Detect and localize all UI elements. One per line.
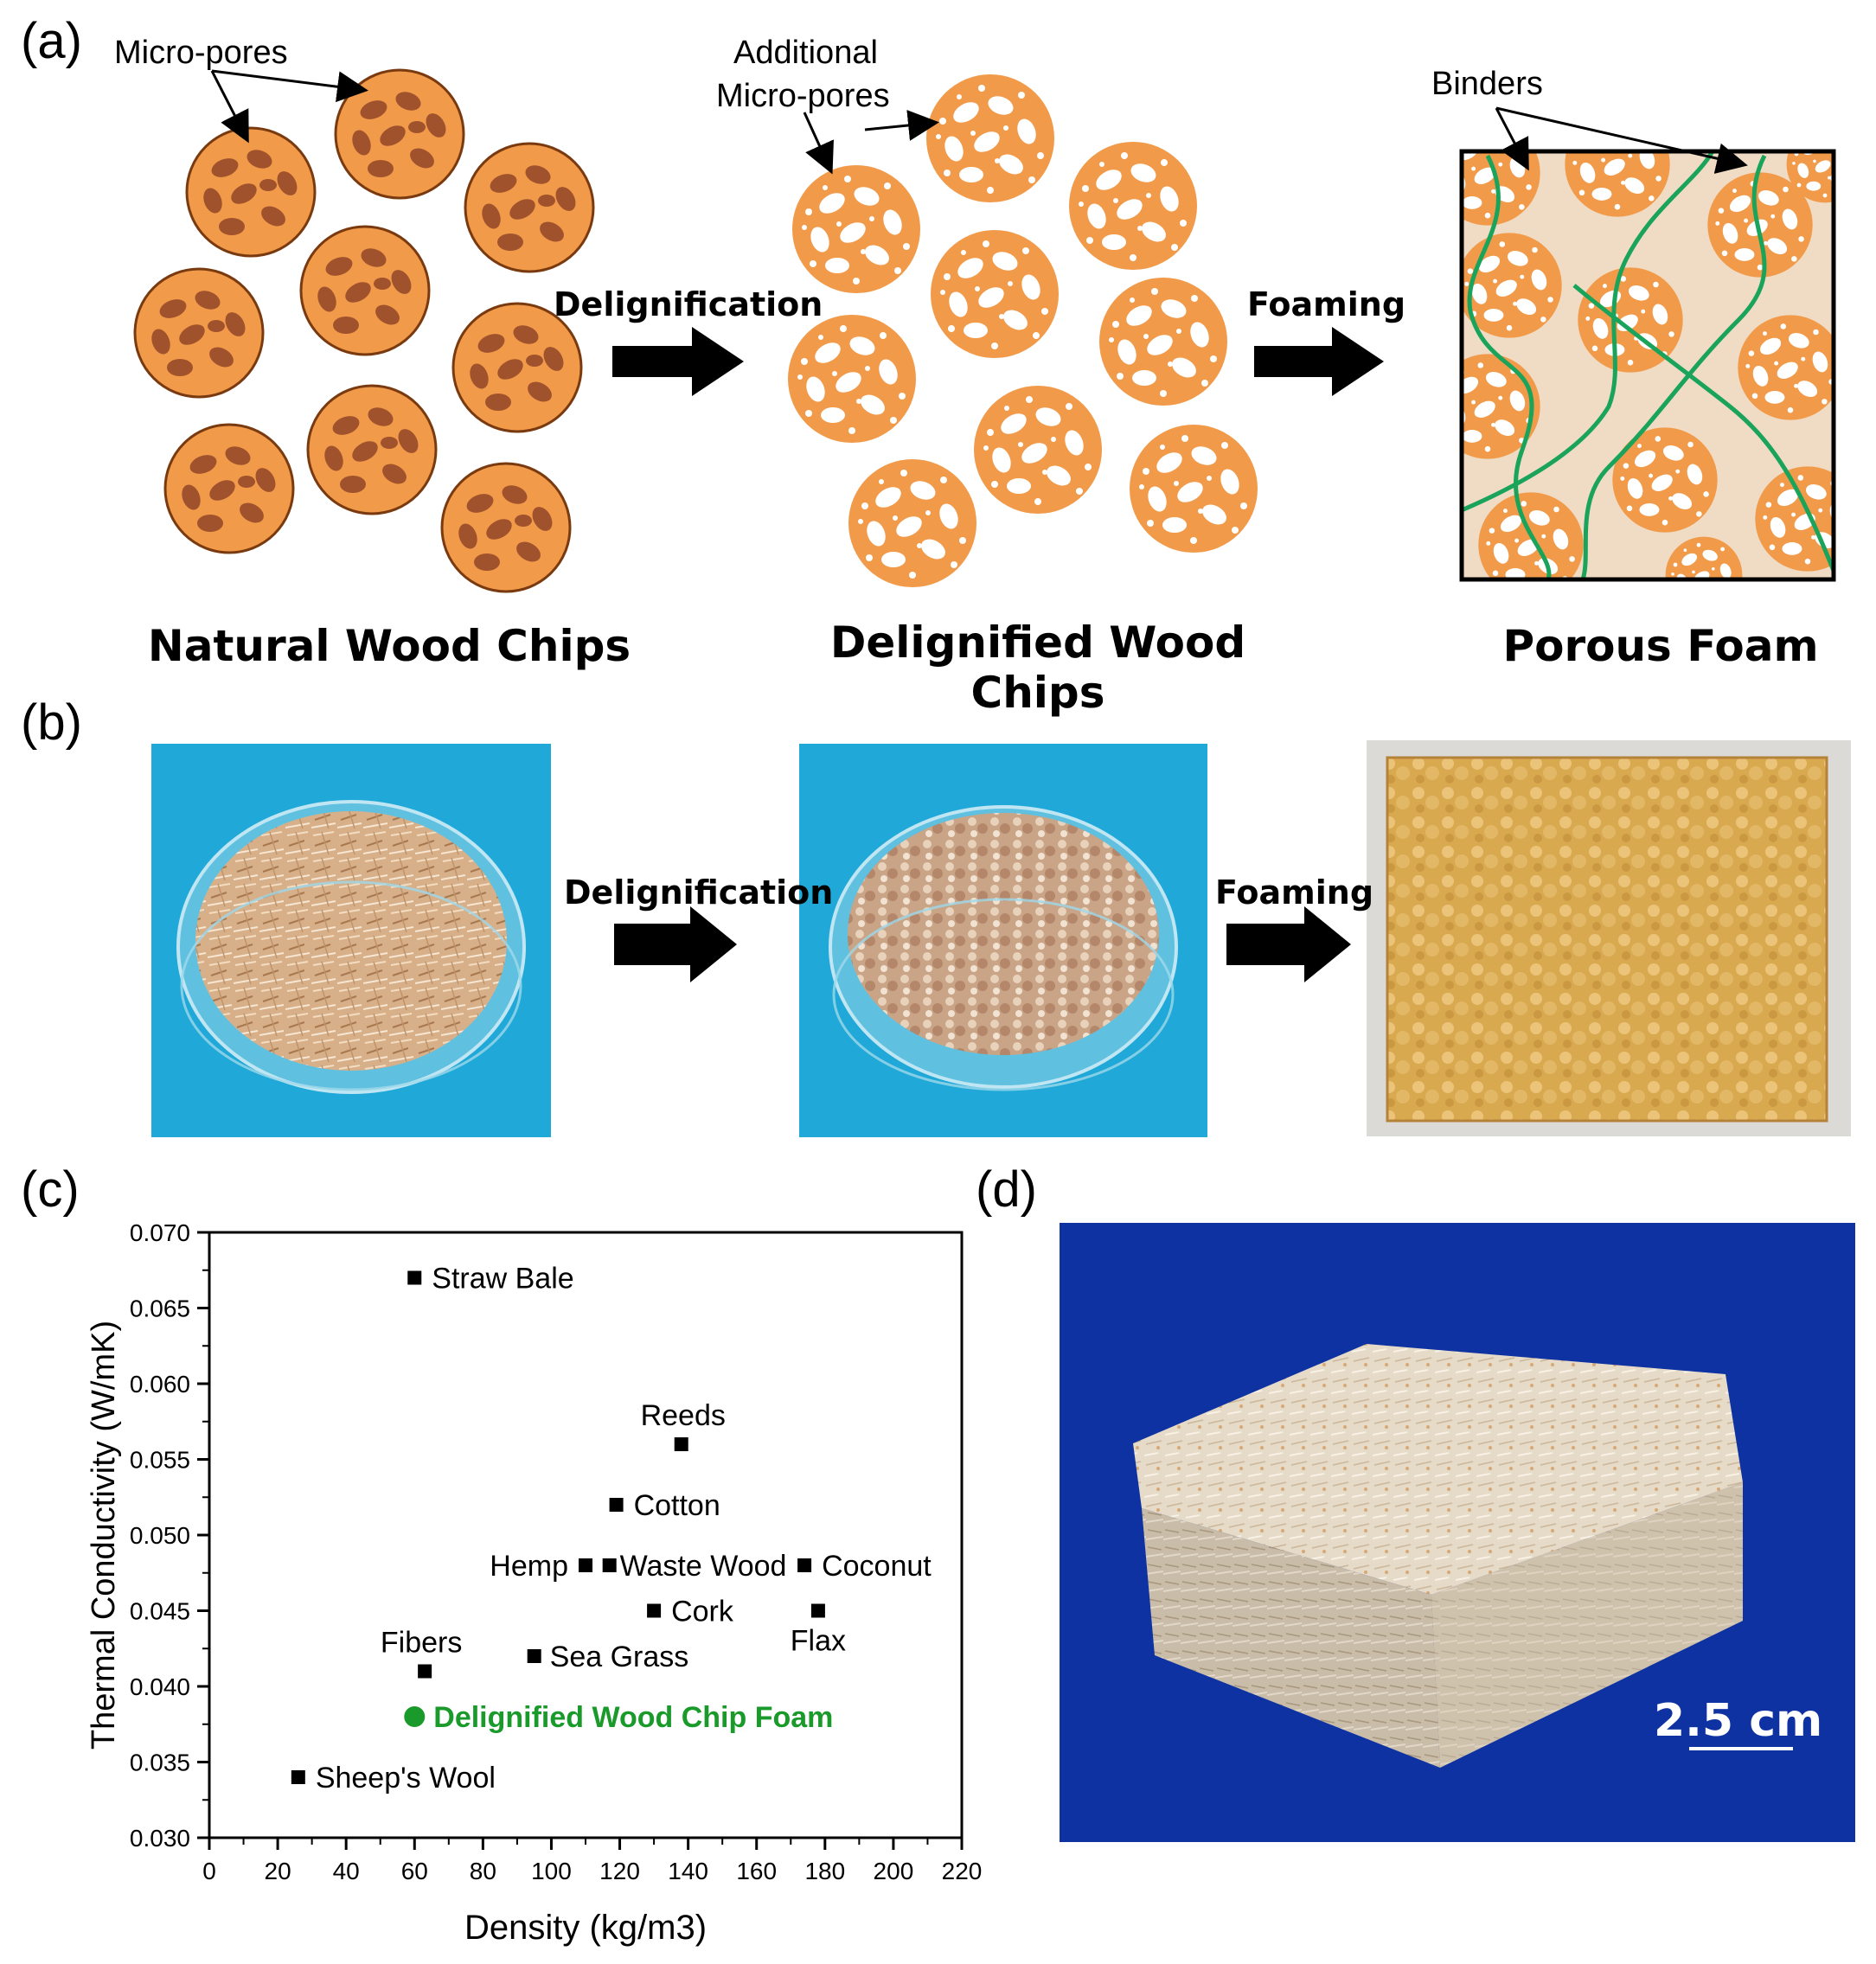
data-point-label: Coconut <box>822 1550 932 1583</box>
natural-chip <box>133 267 265 399</box>
y-tick-label: 0.060 <box>130 1371 190 1398</box>
x-tick-label: 120 <box>599 1858 640 1884</box>
y-tick-label: 0.050 <box>130 1522 190 1549</box>
y-tick-label: 0.030 <box>130 1825 190 1852</box>
data-point <box>647 1603 662 1618</box>
data-point <box>797 1558 812 1572</box>
photo-porous-foam <box>1367 740 1851 1136</box>
delignified-chip <box>974 386 1102 514</box>
data-point-label: Straw Bale <box>432 1263 573 1295</box>
delignified-chip <box>1099 278 1227 406</box>
natural-chip <box>440 462 572 593</box>
photo-step-foaming: Foaming <box>1215 873 1374 912</box>
x-tick-label: 0 <box>202 1858 216 1884</box>
data-point <box>527 1649 541 1663</box>
x-tick-label: 180 <box>804 1858 845 1884</box>
photo-row <box>151 740 1851 1137</box>
label-binders: Binders <box>1431 66 1543 102</box>
x-tick-label: 140 <box>668 1858 708 1884</box>
y-tick-label: 0.035 <box>130 1750 190 1776</box>
x-tick-label: 200 <box>874 1858 914 1884</box>
schematic-diagram <box>133 68 1836 593</box>
data-point-label: Hemp <box>490 1550 568 1583</box>
delignified-chip <box>926 74 1054 202</box>
data-point <box>609 1498 624 1512</box>
panel-label-d: (d) <box>976 1161 1037 1218</box>
data-point-label: Sheep's Wool <box>316 1762 496 1794</box>
photo-natural-chips <box>151 744 551 1137</box>
delignified-chip <box>848 459 976 587</box>
porous-foam-box <box>1459 149 1836 582</box>
x-tick-label: 20 <box>265 1858 291 1884</box>
y-tick-label: 0.045 <box>130 1598 190 1625</box>
data-point-label: Flax <box>791 1625 846 1658</box>
delignified-chip <box>931 230 1059 358</box>
highlight-point-label: Delignified Wood Chip Foam <box>433 1701 833 1734</box>
natural-chip <box>163 423 295 554</box>
natural-chip <box>306 384 438 515</box>
x-tick-label: 60 <box>401 1858 428 1884</box>
natural-chip <box>299 225 431 356</box>
panel-label-a: (a) <box>21 13 82 69</box>
photo-delignified-chips <box>799 744 1207 1137</box>
label-additional-1: Additional <box>733 35 878 71</box>
delignified-chip <box>788 315 916 443</box>
step-foaming: Foaming <box>1247 285 1406 323</box>
step-delignification: Delignification <box>554 285 823 323</box>
label-micropores: Micro-pores <box>114 35 288 71</box>
x-tick-label: 80 <box>470 1858 496 1884</box>
natural-chip <box>464 142 595 273</box>
y-tick-label: 0.055 <box>130 1447 190 1474</box>
plot-frame <box>208 1231 964 1839</box>
photo-step-delignification: Delignification <box>564 873 834 912</box>
x-axis-ticks: 0 20 40 60 80 100 120 140 160 180 200 220 <box>202 1838 982 1884</box>
label-additional-2: Micro-pores <box>716 78 890 114</box>
process-arrow-icon <box>1254 327 1384 396</box>
delignified-chip <box>792 165 920 293</box>
process-arrow-icon <box>612 327 744 396</box>
data-point-label: Cotton <box>634 1489 720 1522</box>
x-tick-label: 100 <box>531 1858 572 1884</box>
x-tick-label: 220 <box>942 1858 983 1884</box>
y-tick-label: 0.040 <box>130 1673 190 1700</box>
data-point <box>810 1603 825 1618</box>
caption-porous-foam: Porous Foam <box>1502 621 1819 671</box>
data-point-label: Sea Grass <box>550 1641 689 1673</box>
data-point <box>674 1437 688 1451</box>
process-arrow-icon <box>614 906 737 982</box>
panel-label-b: (b) <box>21 694 82 751</box>
photo-foam-block <box>1060 1223 1855 1842</box>
x-tick-label: 160 <box>736 1858 777 1884</box>
scale-bar-label: 2.5 cm <box>1654 1695 1823 1747</box>
delignified-chip <box>1069 142 1197 270</box>
natural-chip <box>185 126 317 258</box>
delignified-chip <box>1130 425 1258 553</box>
thermal-conductivity-chart: 0.030 0.035 0.040 0.045 0.050 0.055 0.060 0.065… <box>86 1219 982 1947</box>
data-point-label: Reeds <box>641 1399 726 1432</box>
y-axis-ticks: 0.030 0.035 0.040 0.045 0.050 0.055 0.060 0.065… <box>130 1219 209 1852</box>
x-tick-label: 40 <box>333 1858 360 1884</box>
y-axis-label: Thermal Conductivity (W/mK) <box>86 1321 122 1750</box>
process-arrow-icon <box>1226 906 1351 982</box>
x-axis-label: Density (kg/m3) <box>464 1909 707 1947</box>
caption-delignified-wood-chips: Delignified Wood Chips <box>829 617 1246 718</box>
data-point-label: Waste Wood <box>620 1550 787 1583</box>
data-point-label: Cork <box>671 1596 734 1628</box>
y-tick-label: 0.065 <box>130 1295 190 1322</box>
data-point-label: Fibers <box>381 1627 462 1660</box>
data-point <box>418 1664 432 1679</box>
caption-natural-wood-chips: Natural Wood Chips <box>147 621 631 671</box>
data-point <box>291 1770 305 1784</box>
highlight-point <box>404 1706 426 1727</box>
data-point <box>579 1558 592 1572</box>
y-tick-label: 0.070 <box>130 1219 190 1246</box>
panel-label-c: (c) <box>21 1161 80 1218</box>
data-point <box>407 1270 422 1285</box>
data-point <box>602 1558 617 1572</box>
